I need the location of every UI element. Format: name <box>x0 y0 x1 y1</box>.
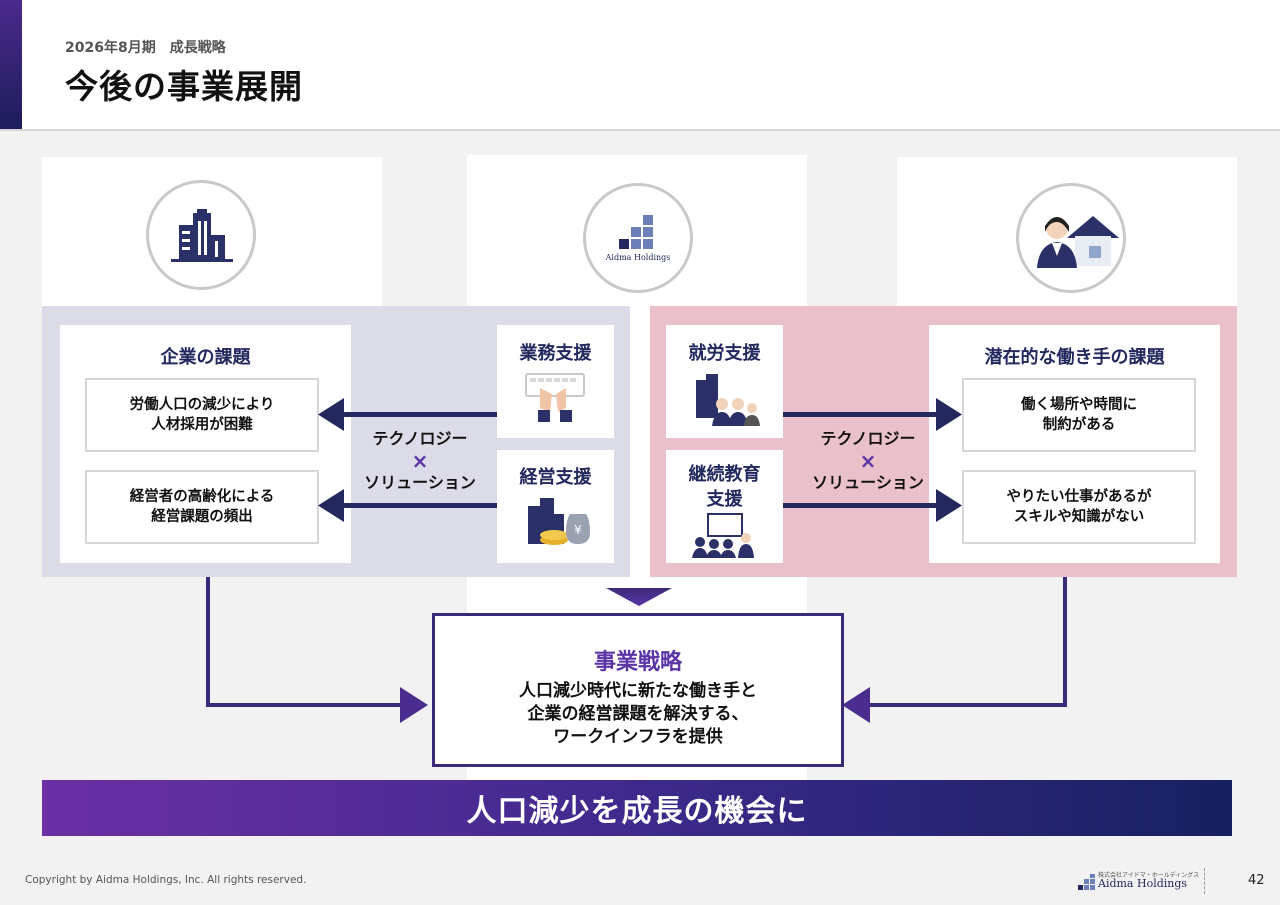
strategy-title: 事業戦略 <box>593 650 682 675</box>
footer-logo-icon <box>1078 874 1095 890</box>
copyright: Copyright by Aidma Holdings, Inc. All ri… <box>25 874 307 886</box>
arrow-to-worker-issue-2 <box>783 489 962 522</box>
footer-logo-text: Aidma Holdings <box>1098 877 1188 890</box>
tech-solution-left: テクノロジー × ソリューション <box>350 428 490 494</box>
header-accent-bar <box>0 0 22 129</box>
building-money-icon: ¥ <box>528 498 590 545</box>
building-people-icon <box>696 374 760 426</box>
worker-issue-1: 働く場所や時間に 制約がある <box>962 378 1196 452</box>
solution-label-left: ソリューション <box>364 473 476 492</box>
page-number: 42 <box>1248 873 1265 888</box>
connector-right <box>842 577 1067 723</box>
company-issues-title: 企業の課題 <box>160 347 251 368</box>
yen-sign: ¥ <box>574 523 582 537</box>
employment-support-label: 就労支援 <box>688 343 761 364</box>
worker-issue-2: やりたい仕事があるが スキルや知識がない <box>962 470 1196 544</box>
header <box>0 0 1280 131</box>
footer-logo-company: 株式会社アイドマ・ホールディングス <box>1098 872 1200 879</box>
aidma-logo-icon <box>619 215 653 249</box>
footer-divider <box>1204 868 1205 894</box>
times-icon-left: × <box>411 449 429 473</box>
seminar-icon <box>692 513 754 558</box>
keyboard-hands-icon <box>525 373 585 422</box>
page-title: 今後の事業展開 <box>65 67 303 106</box>
strategy-body: 人口減少時代に新たな働き手と 企業の経営課題を解決する、 ワークインフラを提供 <box>519 681 757 747</box>
company-circle <box>146 180 256 290</box>
footer-logo: 株式会社アイドマ・ホールディングス Aidma Holdings <box>1078 870 1200 892</box>
building-icon <box>171 209 233 262</box>
down-chevron-icon <box>606 588 672 606</box>
worker-circle <box>1016 183 1126 293</box>
aidma-logo-circle: Aidma Holdings <box>583 183 693 293</box>
continuing-education-label: 継続教育 支援 <box>688 464 761 510</box>
tech-label-right: テクノロジー <box>820 429 916 448</box>
business-support-label: 業務支援 <box>519 343 592 364</box>
solution-label-right: ソリューション <box>812 473 924 492</box>
strategy-box: 事業戦略 人口減少時代に新たな働き手と 企業の経営課題を解決する、 ワークインフ… <box>432 613 844 767</box>
company-issue-2: 経営者の高齢化による 経営課題の頻出 <box>85 470 319 544</box>
aidma-logo-text: Aidma Holdings <box>605 253 671 262</box>
arrow-to-company-issue-1 <box>318 398 497 431</box>
home-worker-icon <box>1037 216 1119 268</box>
worker-issues-title: 潜在的な働き手の課題 <box>984 347 1165 368</box>
company-issue-1: 労働人口の減少により 人材採用が困難 <box>85 378 319 452</box>
arrow-to-company-issue-2 <box>318 489 497 522</box>
management-support-label: 経営支援 <box>519 467 592 488</box>
tech-solution-right: テクノロジー × ソリューション <box>798 428 938 494</box>
tagline-banner: 人口減少を成長の機会に <box>42 780 1232 836</box>
connector-left <box>206 577 428 723</box>
arrow-to-worker-issue-1 <box>783 398 962 431</box>
page-subtitle: 2026年8月期 成長戦略 <box>65 40 226 56</box>
times-icon-right: × <box>859 449 877 473</box>
tech-label-left: テクノロジー <box>372 429 468 448</box>
